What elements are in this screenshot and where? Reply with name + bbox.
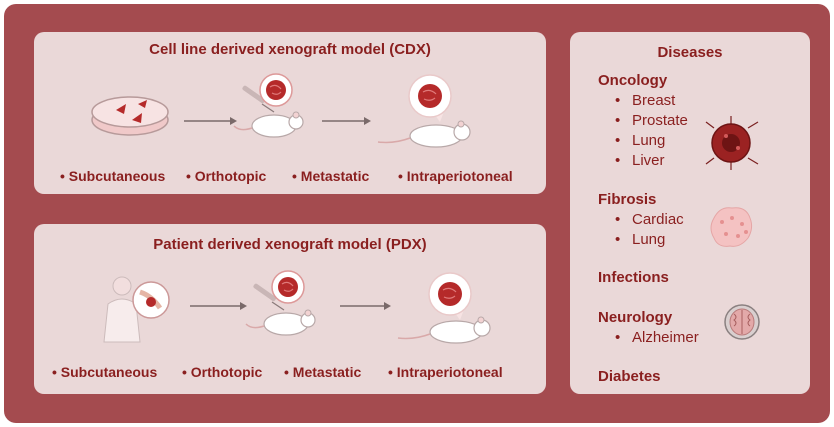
cdx-title: Cell line derived xenograft model (CDX) [149,41,431,58]
pdx-label-subcutaneous: • Subcutaneous [52,364,158,380]
disease-item-lung: Lung [615,132,666,149]
arrow-icon [184,117,237,125]
category-fibrosis: Fibrosis [598,191,657,208]
tumor-cell-icon [705,116,759,170]
arrow-icon [322,117,371,125]
category-oncology: Oncology [598,72,668,89]
syringe-icon [242,85,275,113]
arrow-icon [190,302,247,310]
category-infections: Infections [598,269,669,286]
diseases-title: Diseases [657,44,723,61]
cdx-label-metastatic: • Metastatic [292,168,370,184]
tumor-icon [271,270,305,304]
disease-item-cardiac: Cardiac [615,211,684,228]
tumor-icon [428,272,472,320]
cdx-illustration [91,73,471,148]
breast-tumor-icon [132,281,170,319]
category-neurology: Neurology [598,309,673,326]
petri-dish-icon [91,96,169,136]
category-diabetes: Diabetes [598,368,661,385]
pdx-title: Patient derived xenograft model (PDX) [153,236,427,253]
pdx-label-intraperitoneal: • Intraperiotoneal [388,364,503,380]
arrow-icon [340,302,391,310]
pdx-panel: Patient derived xenograft model (PDX) [34,224,546,394]
mouse-icon [377,120,471,148]
disease-item-alzheimer: Alzheimer [615,329,699,346]
pdx-label-orthotopic: • Orthotopic [182,364,263,380]
mouse-icon [397,316,491,344]
disease-item-breast: Breast [615,92,676,109]
cdx-label-orthotopic: • Orthotopic [186,168,267,184]
disease-item-lung-fibrosis: Lung [615,231,666,248]
cdx-label-intraperitoneal: • Intraperiotoneal [398,168,513,184]
fibrosis-tissue-icon [710,207,753,247]
disease-item-liver: Liver [615,152,664,169]
syringe-icon [253,283,285,311]
patient-icon [103,276,141,343]
pdx-illustration [103,270,491,344]
mouse-icon [233,111,304,138]
disease-item-prostate: Prostate [615,112,688,129]
tumor-icon [259,73,293,107]
tumor-icon [408,74,452,122]
diseases-panel: Diseases Oncology Breast Prostate Lung L… [570,32,810,394]
cdx-panel: Cell line derived xenograft model (CDX) [34,32,546,194]
brain-icon [724,304,760,340]
cdx-label-subcutaneous: • Subcutaneous [60,168,166,184]
pdx-label-metastatic: • Metastatic [284,364,362,380]
diseases-illustrations [705,116,760,340]
mouse-icon [245,309,316,336]
figure-frame: Cell line derived xenograft model (CDX) [4,4,830,423]
